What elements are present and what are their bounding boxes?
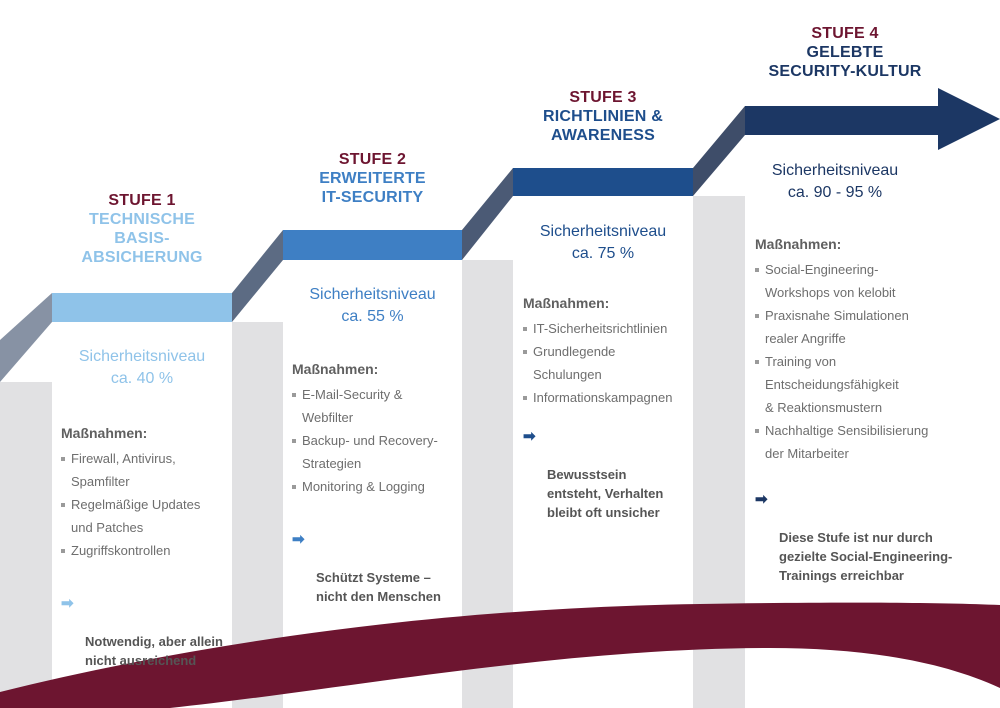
stage-1-level: Sicherheitsniveau ca. 40 % [52, 346, 232, 390]
stage-1-measure-item: Regelmäßige Updates und Patches [61, 493, 231, 539]
stage-4-measures-heading: Maßnahmen: [755, 236, 842, 252]
stage-3-level: Sicherheitsniveau ca. 75 % [513, 221, 693, 265]
stage-2-measure-item: E-Mail-Security & Webfilter [292, 383, 462, 429]
stage-2-level-value: ca. 55 % [341, 308, 404, 325]
stage-3-level-label: Sicherheitsniveau [539, 223, 667, 240]
right-arrow-icon: ➡ [523, 428, 536, 445]
stage-4-level-label: Sicherheitsniveau [771, 162, 899, 179]
stage-3-level-value: ca. 75 % [571, 245, 635, 262]
stage-4-level-value: ca. 90 - 95 % [787, 184, 883, 201]
bottom-wave [0, 602, 1000, 708]
stage-3-number: STUFE 3 [569, 89, 637, 106]
stage-4-name: GELEBTE SECURITY-KULTUR [768, 44, 922, 80]
stage-4-measures: Maßnahmen: Social-Engineering- Workshops… [755, 236, 985, 465]
stage-2-measures-heading: Maßnahmen: [292, 361, 379, 377]
stair-wall-0 [0, 382, 52, 708]
stage-1-name: TECHNISCHE BASIS- ABSICHERUNG [81, 211, 203, 266]
right-arrow-icon: ➡ [755, 491, 768, 508]
stage-4-title: STUFE 4 GELEBTE SECURITY-KULTUR [745, 24, 945, 81]
stage-4-level: Sicherheitsniveau ca. 90 - 95 % [745, 160, 925, 204]
right-arrow-icon: ➡ [61, 595, 74, 612]
stage-4-measure-item: Nachhaltige Sensibilisierung der Mitarbe… [755, 419, 985, 465]
stage-1-measure-item: Zugriffskontrollen [61, 539, 231, 562]
stage-1-measures: Maßnahmen: Firewall, Antivirus, Spamfilt… [61, 425, 231, 562]
stage-2-measure-item: Monitoring & Logging [292, 475, 462, 498]
stage-4-measure-item: Praxisnahe Simulationen realer Angriffe [755, 304, 985, 350]
stage-4-measure-item: Training von Entscheidungsfähigkeit & Re… [755, 350, 985, 419]
stage-2-measure-item: Backup- und Recovery- Strategien [292, 429, 462, 475]
stage-3-measures-heading: Maßnahmen: [523, 295, 610, 311]
stair-slope-3 [462, 168, 513, 260]
stage-2-level-label: Sicherheitsniveau [309, 286, 436, 303]
stage-1-conclusion-text: Notwendig, aber allein nicht ausreichend [85, 634, 223, 668]
stage-3-measures: Maßnahmen: IT-Sicherheitsrichtlinien Gru… [523, 295, 693, 409]
stage-1-band [52, 293, 232, 322]
stage-1-measures-heading: Maßnahmen: [61, 425, 148, 441]
stage-2-conclusion: ➡ Schützt Systeme – nicht den Menschen [292, 530, 486, 606]
stair-slope-2 [232, 230, 283, 322]
stage-2-band [283, 230, 462, 260]
stage-1-title: STUFE 1 TECHNISCHE BASIS- ABSICHERUNG [52, 191, 232, 267]
stage-2-conclusion-text: Schützt Systeme – nicht den Menschen [316, 570, 441, 604]
stage-3-name: RICHTLINIEN & AWARENESS [543, 108, 663, 144]
stage-1-level-label: Sicherheitsniveau [78, 348, 206, 365]
stair-slope-4 [693, 106, 745, 196]
stage-3-band [513, 168, 693, 196]
stage-4-arrow [745, 88, 1000, 150]
stage-1-number: STUFE 1 [108, 192, 176, 209]
stage-4-conclusion: ➡ Diese Stufe ist nur durch gezielte Soc… [755, 490, 1000, 585]
stage-1-measure-item: Firewall, Antivirus, Spamfilter [61, 447, 231, 493]
stage-2-level: Sicherheitsniveau ca. 55 % [283, 284, 462, 328]
stage-2-measures: Maßnahmen: E-Mail-Security & Webfilter B… [292, 361, 462, 498]
stage-1-conclusion: ➡ Notwendig, aber allein nicht ausreiche… [61, 594, 255, 670]
right-arrow-icon: ➡ [292, 531, 305, 548]
stage-4-conclusion-text: Diese Stufe ist nur durch gezielte Socia… [779, 530, 953, 583]
stage-3-conclusion-text: Bewusstsein entsteht, Verhalten bleibt o… [547, 467, 664, 520]
stage-2-name: ERWEITERTE IT-SECURITY [319, 170, 426, 206]
stage-1-level-value: ca. 40 % [110, 370, 174, 387]
stage-3-measure-item: IT-Sicherheitsrichtlinien [523, 317, 693, 340]
stage-3-measure-item: Informationskampagnen [523, 386, 693, 409]
stage-3-conclusion: ➡ Bewusstsein entsteht, Verhalten bleibt… [523, 427, 717, 522]
stage-4-measure-item: Social-Engineering- Workshops von kelobi… [755, 258, 985, 304]
stair-slope-1 [0, 293, 52, 382]
stage-3-title: STUFE 3 RICHTLINIEN & AWARENESS [513, 88, 693, 145]
stage-2-number: STUFE 2 [338, 151, 407, 168]
stage-2-title: STUFE 2 ERWEITERTE IT-SECURITY [283, 150, 462, 207]
stage-3-measure-item: Grundlegende Schulungen [523, 340, 693, 386]
stage-4-number: STUFE 4 [811, 25, 879, 42]
